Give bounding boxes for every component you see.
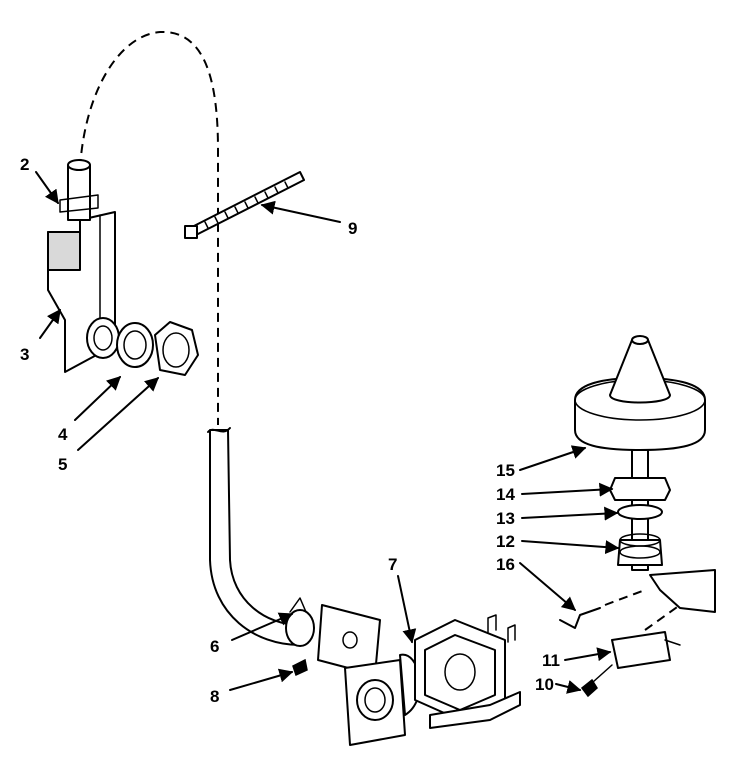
water-valve: [344, 614, 521, 746]
float-stem: [609, 449, 671, 571]
callout-3: 3: [20, 345, 29, 364]
grommet: [86, 317, 120, 359]
callout-10: 10: [535, 675, 554, 694]
callout-4: 4: [58, 425, 68, 444]
washer: [116, 322, 154, 368]
callout-6: 6: [210, 637, 219, 656]
valve-screw: [292, 658, 308, 677]
callout-13: 13: [496, 509, 515, 528]
callout-15: 15: [496, 461, 515, 480]
hose-clamp: [285, 597, 315, 647]
callout-11: 11: [542, 651, 560, 670]
float-switch: [611, 604, 681, 669]
callout-2: 2: [20, 155, 29, 174]
callout-8: 8: [210, 687, 219, 706]
callout-14: 14: [496, 485, 515, 504]
callout-12: 12: [496, 532, 515, 551]
float: [574, 335, 706, 451]
callout-5: 5: [58, 455, 67, 474]
leader-lines: [35, 171, 620, 694]
callout-7: 7: [388, 555, 397, 574]
float-lever: [559, 569, 716, 629]
callout-16: 16: [496, 555, 515, 574]
cable-tie: [184, 171, 305, 239]
callout-labels: 2 3 4 5 9 7 6 8 15 14 13 12 16 11 10: [20, 155, 560, 706]
hex-nut: [154, 321, 199, 376]
callout-9: 9: [348, 219, 357, 238]
switch-screw: [580, 664, 613, 698]
